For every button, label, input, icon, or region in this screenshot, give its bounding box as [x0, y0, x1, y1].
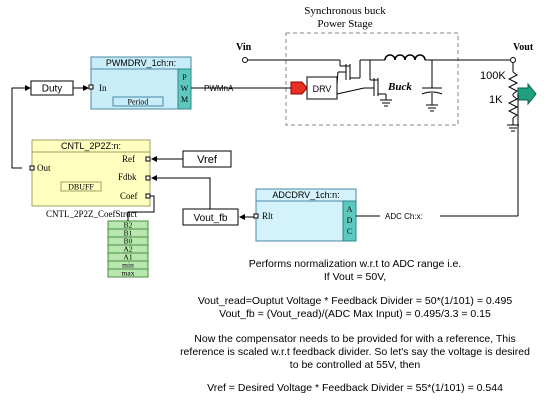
pwmdrv-side-letter-2: W	[181, 84, 189, 93]
note-line-1: Performs normalization w.r.t to ADC rang…	[248, 258, 462, 270]
resistor-100k	[507, 71, 519, 95]
coef-max: max	[122, 269, 135, 278]
note-line-7: to be controlled at 55V, then	[289, 359, 421, 371]
adcdrv-side-bar	[342, 200, 357, 242]
note-line-4: Vout_fb = (Vout_read)/(ADC Max Input) = …	[219, 308, 491, 320]
pwm-input-arrow	[290, 81, 308, 95]
driver-low-gate-wire	[336, 87, 365, 95]
cntl-title-bar	[31, 139, 151, 153]
pwm-output-signal: PWMnA	[204, 84, 234, 93]
cntl-fdbk-label: Fdbk	[118, 172, 137, 182]
pwmdrv-title: PWMDRV_1ch:n:	[106, 58, 176, 68]
vref-label: Vref	[197, 154, 218, 166]
cntl-dbuff-label: DBUFF	[68, 183, 94, 192]
note-line-3: Vout_read=Ouptut Voltage * Feedback Divi…	[197, 295, 513, 307]
adcdrv-title: ADCDRV_1ch:n:	[272, 190, 339, 200]
note-line-6: reference is scaled w.r.t feedback divid…	[180, 346, 530, 358]
resistor-1k	[507, 95, 519, 119]
pwmdrv-side-letter-1: P	[182, 73, 187, 82]
coef-b2: B2	[124, 221, 133, 230]
adc-input-signal: ADC Ch:x:	[385, 212, 423, 221]
adc-sense-arrow	[517, 82, 537, 106]
vout-fb-label: Vout_fb	[194, 213, 228, 224]
power-stage-title-line1: Synchronous buck	[304, 5, 386, 17]
adcdrv-rlt-port	[253, 213, 259, 219]
power-stage-title-line2: Power Stage	[317, 18, 372, 30]
note-line-5: Now the compensator needs to be provided…	[194, 333, 516, 345]
inductor	[384, 54, 426, 61]
cntl-coef-label: Coef	[120, 191, 138, 201]
pwmdrv-title-bar	[90, 56, 192, 70]
cntl-dbuff-box	[60, 181, 102, 192]
cntl-coef-port	[145, 193, 151, 199]
adcdrv-side-letter-2: D	[347, 216, 353, 225]
coef-a1: A1	[123, 253, 132, 262]
coef-b1: B1	[124, 229, 133, 238]
pwmdrv-period-label: Period	[128, 98, 149, 107]
coef-b0: B0	[124, 237, 133, 246]
cntl-ref-port	[145, 156, 151, 162]
adcdrv-side-letter-1: A	[347, 205, 353, 214]
pwmdrv-side-bar	[177, 68, 192, 110]
pwmdrv-side-letter-3: M	[181, 95, 188, 104]
vout-node	[510, 57, 516, 63]
cntl-ref-label: Ref	[122, 154, 135, 164]
cntl-out-to-duty-wire	[11, 85, 31, 169]
power-stage-box	[285, 32, 459, 126]
vin-label: Vin	[236, 42, 252, 53]
pwmdrv-in-port	[88, 84, 94, 90]
vout-label: Vout	[513, 42, 534, 53]
driver-gate-wire	[336, 71, 339, 85]
pwmdrv-in-label: In	[99, 83, 107, 93]
divider-ground	[507, 124, 519, 132]
coef-a2: A2	[123, 245, 132, 254]
note-line-2: If Vout = 50V,	[323, 271, 387, 283]
adcdrv-side-letter-3: C	[347, 227, 352, 236]
cntl-title: CNTL_2P2Z:n:	[61, 141, 121, 151]
cntl-out-label: Out	[37, 163, 51, 173]
pwmdrv-period-box	[112, 96, 164, 107]
coef-min: min	[122, 261, 134, 270]
coef-link-wire	[127, 195, 155, 221]
cntl-out-port	[29, 165, 35, 171]
duty-label: Duty	[42, 84, 63, 95]
resistor-1k-label: 1K	[489, 94, 503, 106]
cntl-fdbk-port	[145, 175, 151, 181]
note-line-8: Vref = Desired Voltage * Feedback Divide…	[207, 382, 503, 394]
adcdrv-title-bar	[255, 188, 357, 202]
adcdrv-rlt-label: Rlt	[262, 211, 274, 221]
vout-fb-to-fdbk-wire	[151, 175, 211, 209]
high-side-mosfet	[338, 60, 361, 80]
resistor-100k-label: 100K	[480, 70, 506, 82]
cntl-struct-label: CNTL_2P2Z_CoefStruct	[46, 209, 137, 219]
output-capacitor	[421, 60, 443, 112]
vin-node	[242, 57, 248, 63]
buck-label: Buck	[387, 81, 412, 93]
low-side-mosfet	[364, 60, 392, 107]
driver-label: DRV	[313, 84, 332, 94]
